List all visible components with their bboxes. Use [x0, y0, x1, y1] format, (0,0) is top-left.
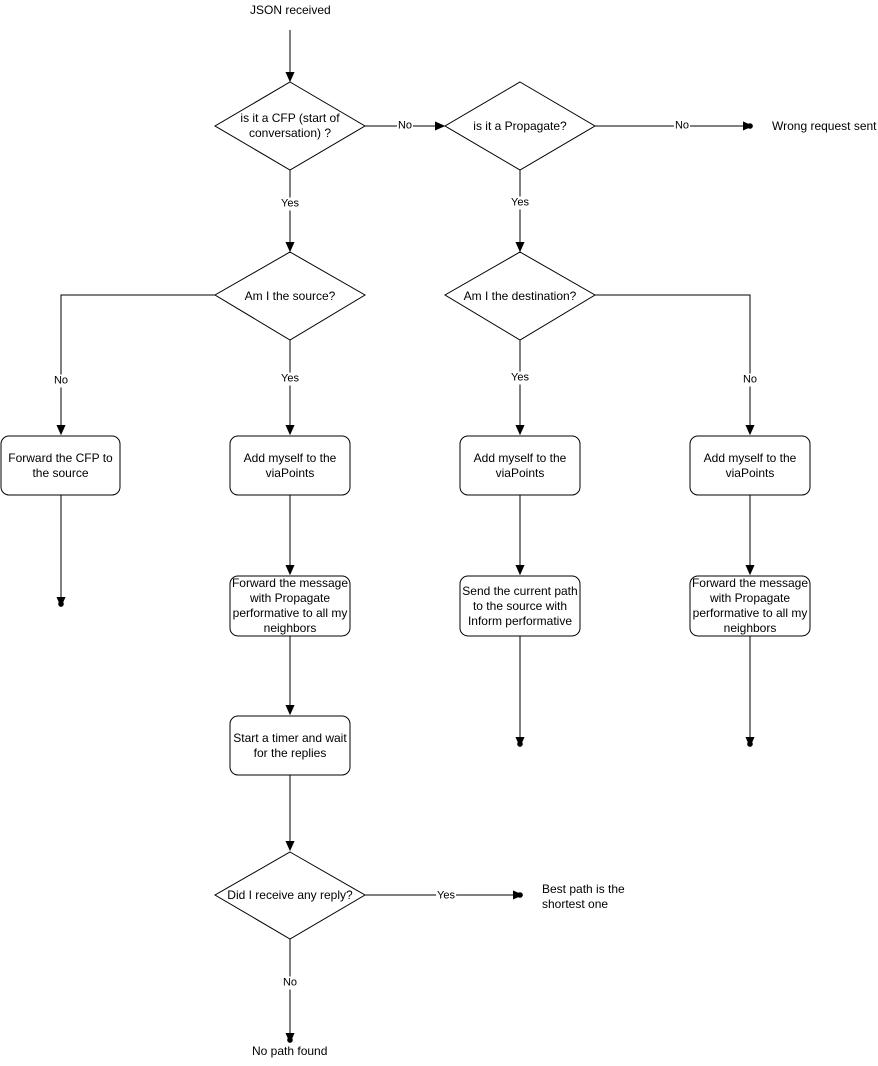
edge-label-destination-no: No — [741, 373, 759, 387]
no-path-label: No path found — [252, 1044, 328, 1058]
edge-reply-no-end — [287, 1037, 293, 1043]
decision-is-propagate — [444, 81, 596, 171]
edge-destination-no — [595, 294, 750, 434]
process-start-timer — [229, 715, 351, 776]
edge-label-source-yes: Yes — [280, 372, 300, 386]
process-add-viapoints-3 — [689, 435, 811, 496]
edge-forward-cfp-end-dot — [58, 601, 64, 607]
is-propagate-label: is it a Propagate? — [473, 118, 567, 133]
decision-any-reply — [214, 851, 366, 940]
forward-propagate-2-label: Forward the message with Propagate perfo… — [691, 576, 809, 635]
start-timer-label: Start a timer and wait for the replies — [233, 730, 347, 760]
add-viapoints-3-label: Add myself to the viaPoints — [703, 450, 797, 480]
add-viapoints-2-label: Add myself to the viaPoints — [473, 450, 567, 480]
edge-label-cfp-yes: Yes — [280, 197, 300, 211]
process-add-viapoints-1 — [229, 435, 351, 496]
edge-label-propagate-no: No — [673, 119, 691, 133]
edge-reply-yes-end — [517, 892, 523, 898]
add-viapoints-1-label: Add myself to the viaPoints — [243, 450, 337, 480]
process-forward-propagate-1 — [229, 575, 351, 637]
forward-cfp-label: Forward the CFP to the source — [8, 450, 113, 480]
best-path-label: Best path is the shortest one — [542, 882, 625, 911]
edge-label-destination-yes: Yes — [510, 371, 530, 385]
edge-label-cfp-no: No — [396, 119, 414, 133]
is-cfp-label: is it a CFP (start of conversation) ? — [240, 111, 340, 140]
edge-forward2-end-dot — [747, 741, 753, 747]
edge-label-reply-yes: Yes — [436, 889, 456, 903]
start-label: JSON received — [250, 3, 331, 17]
edge-source-no — [61, 294, 216, 434]
process-send-path — [459, 575, 581, 637]
decision-am-source — [214, 251, 366, 341]
am-destination-label: Am I the destination? — [463, 288, 577, 303]
forward-propagate-1-label: Forward the message with Propagate perfo… — [231, 576, 349, 635]
process-forward-cfp — [0, 435, 121, 496]
edge-propagate-no-end — [747, 123, 753, 129]
decision-am-destination — [444, 251, 596, 341]
process-add-viapoints-2 — [459, 435, 581, 496]
decision-is-cfp — [214, 81, 366, 171]
process-forward-propagate-2 — [689, 575, 811, 637]
send-path-label: Send the current path to the source with… — [462, 583, 578, 628]
edge-label-propagate-yes: Yes — [510, 196, 530, 210]
edge-label-source-no: No — [52, 374, 70, 388]
am-source-label: Am I the source? — [244, 288, 336, 303]
edge-label-reply-no: No — [281, 976, 299, 990]
edge-send-end-dot — [517, 741, 523, 747]
wrong-request-label: Wrong request sent — [772, 119, 877, 133]
any-reply-label: Did I receive any reply? — [227, 887, 353, 902]
